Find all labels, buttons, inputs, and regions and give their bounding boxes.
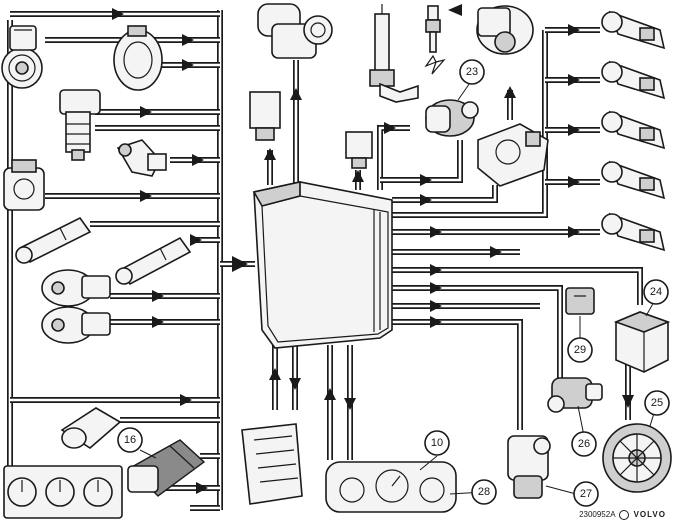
callout-25-label: 25 bbox=[651, 397, 663, 409]
callout-27-label: 27 bbox=[580, 488, 592, 500]
main-relay bbox=[249, 91, 281, 141]
callout-28-label: 28 bbox=[478, 486, 490, 498]
fuel-injector-5 bbox=[601, 212, 666, 252]
callout-16: 16 bbox=[117, 427, 143, 453]
oxygen-sensor-rear bbox=[115, 236, 192, 286]
cooling-fan-25 bbox=[602, 423, 672, 493]
engine-control-module bbox=[252, 181, 393, 349]
evap-valve-27 bbox=[507, 435, 551, 499]
brand-name: VOLVO bbox=[633, 510, 666, 520]
fuel-injector-2 bbox=[601, 60, 666, 100]
callout-27: 27 bbox=[573, 481, 599, 507]
figure-code: 2300952A bbox=[579, 510, 616, 520]
air-pressure-sensor bbox=[113, 25, 163, 91]
instrument-cluster bbox=[325, 461, 457, 513]
camshaft-sensor bbox=[127, 439, 206, 497]
solenoid-valve-26 bbox=[547, 377, 603, 413]
spark-plug bbox=[424, 5, 446, 75]
idle-air-control-valve bbox=[257, 3, 333, 59]
control-unit-24 bbox=[613, 311, 671, 373]
throttle-body bbox=[477, 123, 549, 187]
ignition-distributor bbox=[476, 5, 534, 55]
callout-29-label: 29 bbox=[574, 344, 586, 356]
callout-10: 10 bbox=[424, 430, 450, 456]
fuel-injector-3 bbox=[601, 110, 666, 150]
callout-10-label: 10 bbox=[431, 437, 443, 449]
auxiliary-relay bbox=[345, 131, 373, 169]
figure-footer: 2300952A VOLVO bbox=[579, 510, 666, 520]
knock-sensor-2 bbox=[41, 306, 111, 344]
oxygen-sensor-front bbox=[15, 216, 92, 264]
callout-28: 28 bbox=[471, 479, 497, 505]
callout-25: 25 bbox=[644, 390, 670, 416]
callout-26: 26 bbox=[571, 431, 597, 457]
callout-26-label: 26 bbox=[578, 438, 590, 450]
callout-29: 29 bbox=[567, 337, 593, 363]
throttle-position-sensor bbox=[3, 159, 45, 211]
ignition-coil-sensor bbox=[1, 25, 43, 89]
data-link-connector bbox=[241, 423, 303, 505]
fuel-injector-4 bbox=[601, 160, 666, 200]
volvo-logo-icon bbox=[619, 510, 630, 520]
callout-23: 23 bbox=[459, 59, 485, 85]
purge-valve bbox=[425, 99, 479, 137]
fuel-injector-1 bbox=[601, 10, 666, 50]
climate-control-panel bbox=[3, 465, 123, 519]
fuel-pump bbox=[369, 4, 419, 103]
callout-24: 24 bbox=[643, 279, 669, 305]
pressure-switch bbox=[60, 407, 122, 449]
signal-arrows bbox=[112, 4, 634, 494]
callout-23-label: 23 bbox=[466, 66, 478, 78]
mass-air-flow-meter bbox=[59, 89, 101, 161]
callout-16-label: 16 bbox=[124, 434, 136, 446]
callout-24-label: 24 bbox=[650, 286, 662, 298]
knock-sensor-1 bbox=[41, 269, 111, 307]
relay-29 bbox=[565, 287, 595, 315]
coolant-temperature-sensor bbox=[116, 139, 167, 177]
